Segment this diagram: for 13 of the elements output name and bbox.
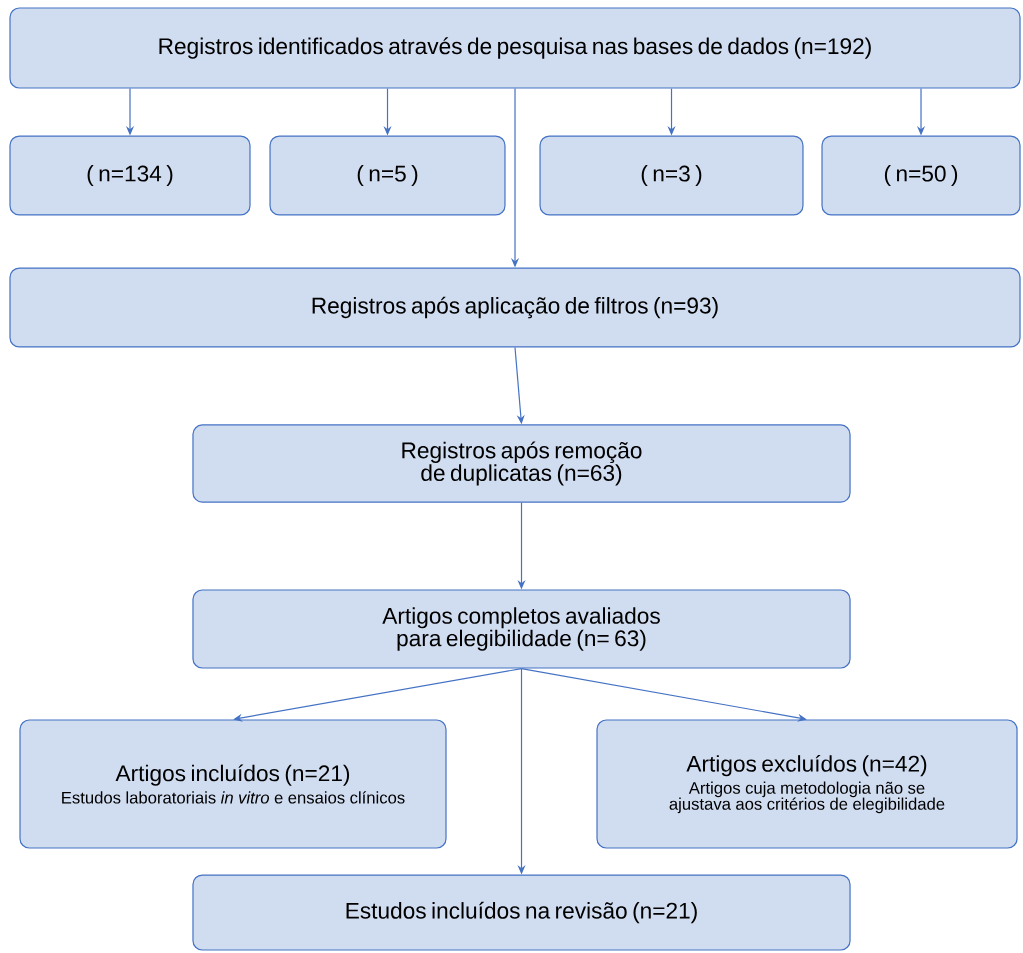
arrow — [520, 668, 807, 722]
arrow — [233, 668, 523, 722]
process-box: Artigos excluídos (n=42) Artigos cuja metodologia não se ajustava aos critérios de elegibilidade — [596, 719, 1018, 849]
process-box: Artigos completos avaliados para elegibilidade (n= 63) — [192, 589, 851, 669]
process-box: ( n=5 ) — [269, 135, 506, 216]
process-box: Registros após aplicação de filtros (n=93) — [9, 267, 1021, 348]
process-box: ( n=134 ) — [9, 135, 251, 216]
process-box: Registros identificados através de pesquisa nas bases de dados (n=192) — [9, 7, 1021, 89]
process-box: Estudos incluídos na revisão (n=21) — [192, 874, 851, 951]
process-box: ( n=3 ) — [539, 135, 804, 216]
process-box: Artigos incluídos (n=21) Estudos laboratoriais in vitro e ensaios clínicos — [19, 719, 447, 849]
process-box: ( n=50 ) — [821, 135, 1021, 216]
process-box: Registros após remoção de duplicatas (n=63) — [192, 424, 851, 503]
